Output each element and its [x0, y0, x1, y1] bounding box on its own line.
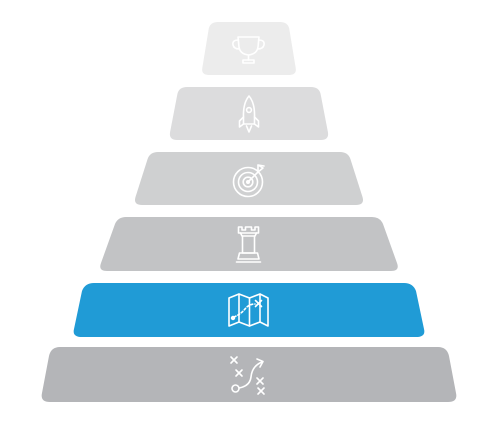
pyramid-tier-1[interactable]	[202, 22, 296, 75]
pyramid-tier-3[interactable]	[134, 152, 364, 205]
pyramid-tier-2[interactable]	[169, 87, 329, 140]
pyramid-tier-6[interactable]	[41, 347, 457, 402]
tier-2-shape[interactable]	[169, 87, 329, 140]
treasure-map-icon	[228, 293, 269, 327]
trophy-icon	[232, 36, 265, 64]
tier-4-shape[interactable]	[100, 217, 398, 271]
chess-rook-icon	[235, 226, 262, 263]
tier-6-shape[interactable]	[41, 347, 457, 402]
pyramid-tier-5[interactable]	[73, 283, 425, 337]
tier-1-shape[interactable]	[202, 22, 296, 75]
tier-3-shape[interactable]	[134, 152, 364, 205]
strategy-play-icon	[230, 356, 265, 395]
pyramid-tier-4[interactable]	[100, 217, 398, 271]
target-icon	[232, 164, 265, 198]
rocket-icon	[238, 95, 260, 133]
